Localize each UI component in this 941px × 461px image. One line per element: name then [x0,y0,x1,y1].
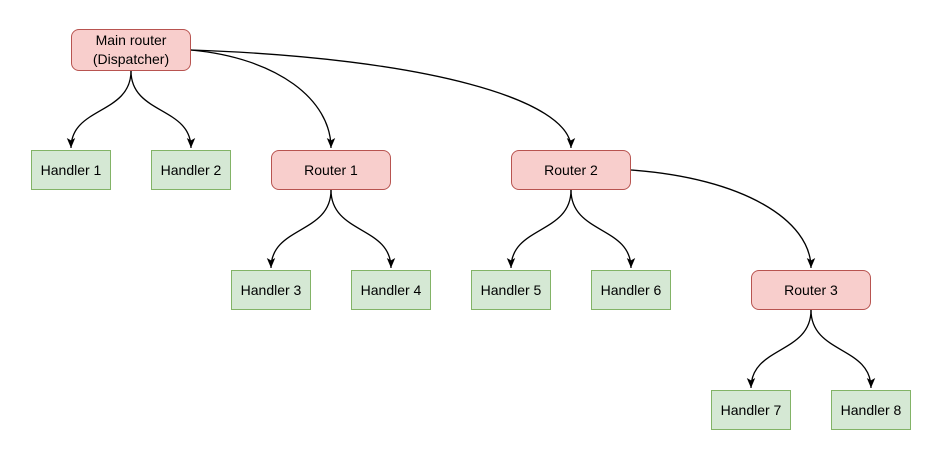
node-handler-3: Handler 3 [231,270,311,310]
node-label: Main router (Dispatcher) [92,32,170,67]
node-label: Handler 7 [720,401,782,418]
node-main-router: Main router (Dispatcher) [71,29,191,71]
node-label: Handler 2 [160,161,222,178]
edge-main-router-to-router-1 [190,49,336,149]
edge-router-2-to-handler-5 [506,189,572,269]
edge-main-router-to-router-2 [190,49,576,149]
edge-main-router-to-handler-1 [66,70,132,149]
node-router-1: Router 1 [271,150,391,190]
node-handler-5: Handler 5 [471,270,551,310]
node-label: Handler 4 [360,281,422,298]
node-label: Router 1 [304,161,358,178]
node-handler-2: Handler 2 [151,150,231,190]
node-handler-4: Handler 4 [351,270,431,310]
node-handler-7: Handler 7 [711,390,791,430]
edge-router-3-to-handler-8 [810,309,876,389]
node-label: Handler 5 [480,281,542,298]
node-label: Handler 8 [840,401,902,418]
node-label: Handler 1 [40,161,102,178]
node-router-2: Router 2 [511,150,631,190]
node-label: Handler 6 [600,281,662,298]
node-handler-6: Handler 6 [591,270,671,310]
edge-router-2-to-router-3 [630,169,816,269]
node-label: Handler 3 [240,281,302,298]
edge-router-3-to-handler-7 [746,309,812,389]
edge-router-2-to-handler-6 [570,189,636,269]
edge-router-1-to-handler-4 [330,189,396,269]
node-router-3: Router 3 [751,270,871,310]
node-label: Router 3 [784,281,838,298]
edge-router-1-to-handler-3 [266,189,332,269]
edge-main-router-to-handler-2 [130,70,196,149]
node-label: Router 2 [544,161,598,178]
node-handler-8: Handler 8 [831,390,911,430]
node-handler-1: Handler 1 [31,150,111,190]
